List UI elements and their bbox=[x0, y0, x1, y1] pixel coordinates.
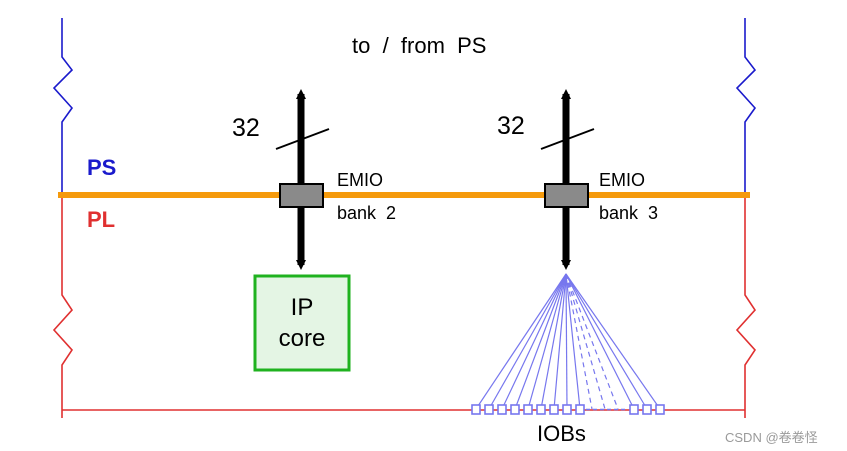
emio-bank2-block bbox=[279, 183, 324, 208]
emio-bank2-name: EMIO bbox=[337, 170, 384, 190]
bus-width-label-1: 32 bbox=[232, 114, 260, 142]
bus-slash-1 bbox=[275, 128, 330, 150]
ip-core-label-line1: IP bbox=[290, 294, 314, 321]
emio-bank3-name: EMIO bbox=[599, 170, 646, 190]
pl-left-boundary bbox=[52, 195, 74, 418]
pl-region-label: PL bbox=[87, 207, 116, 232]
ps-left-boundary bbox=[52, 18, 74, 195]
ps-region-label: PS bbox=[87, 155, 117, 180]
bus-slash-2 bbox=[540, 128, 595, 150]
pl-right-boundary bbox=[735, 195, 757, 418]
ip-core-box bbox=[253, 274, 351, 372]
ip-core-label-line2: core bbox=[278, 325, 326, 352]
emio-bank3-block bbox=[544, 183, 589, 208]
iob-fanout bbox=[475, 273, 661, 410]
diagram-title: to / from PS bbox=[352, 33, 487, 58]
bus-width-label-2: 32 bbox=[497, 112, 525, 140]
iob-pads bbox=[471, 404, 665, 415]
ps-right-boundary bbox=[735, 18, 757, 195]
emio-bank3-label: bank 3 bbox=[599, 203, 659, 223]
iobs-label: IOBs bbox=[537, 421, 586, 446]
watermark: CSDN @卷卷怪 bbox=[725, 430, 818, 445]
emio-bank2-label: bank 2 bbox=[337, 203, 397, 223]
